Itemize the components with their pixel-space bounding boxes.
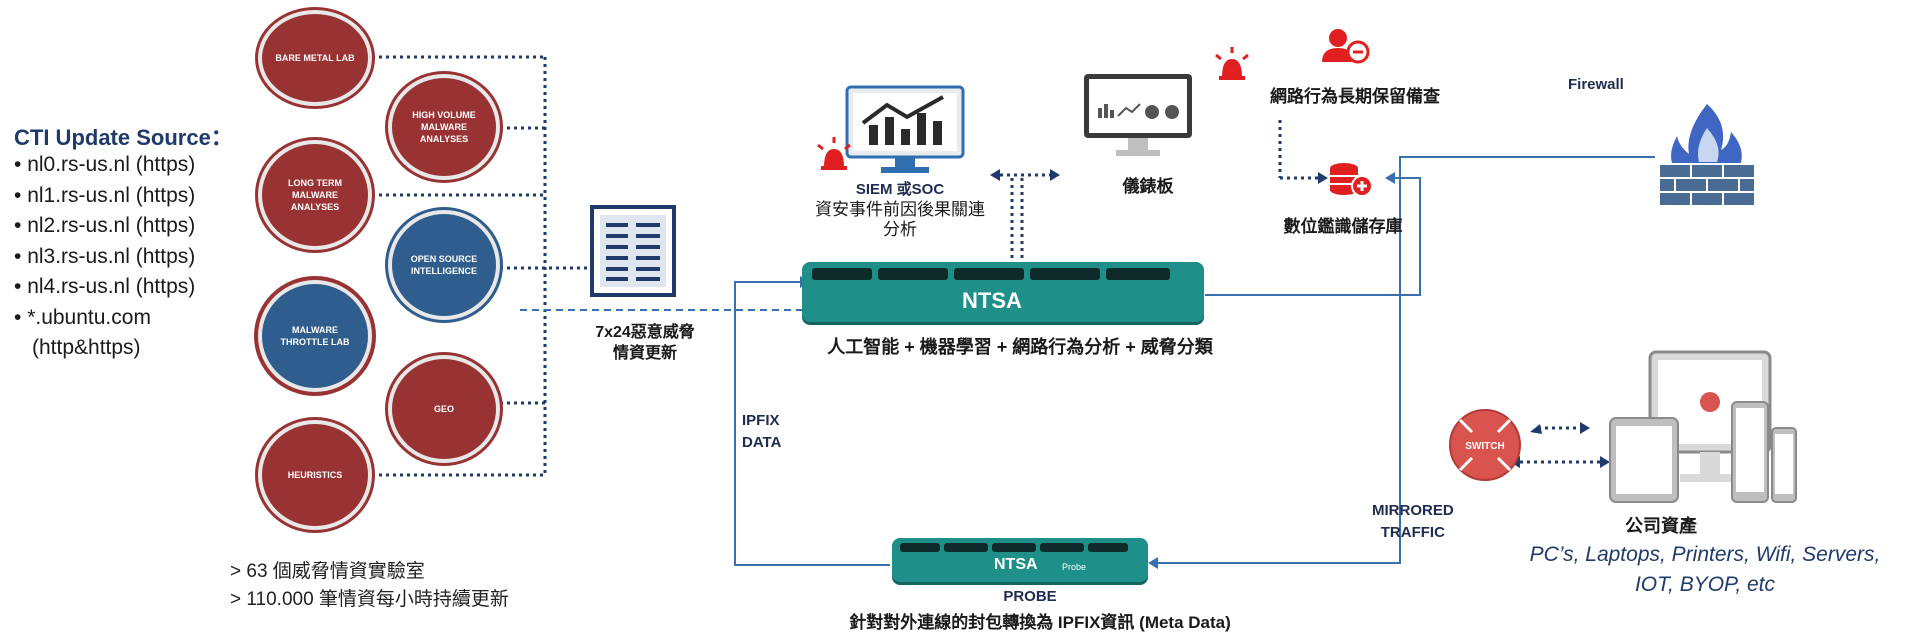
stat-line: > 110.000 筆情資每小時持續更新 xyxy=(230,589,509,610)
retention-label: 網路行為長期保留備查 xyxy=(1270,87,1440,106)
lab-label: GEO xyxy=(433,404,454,414)
cti-source-suffix: (http&https) xyxy=(32,336,141,359)
ipfix-label: IPFIX DATA xyxy=(742,412,782,451)
company-devices-icon xyxy=(1609,350,1797,503)
firewall-label: Firewall xyxy=(1568,76,1624,93)
cti-source: nl0.rs-us.nl (https) xyxy=(14,150,195,181)
assets-list: PC’s, Laptops, Printers, Wifi, Servers, … xyxy=(1529,543,1881,596)
lab-circle-bare-metal: BARE METAL LAB xyxy=(258,10,372,106)
siem-caption: SIEM 或SOC 資安事件前因後果關連 分析 xyxy=(815,181,985,239)
ntsa-label: NTSA xyxy=(962,288,1022,313)
threat-feed-caption: 7x24惡意威脅 情資更新 xyxy=(595,324,695,362)
cti-source: nl3.rs-us.nl (https) xyxy=(14,242,195,273)
lab-circle-heuristics: HEURISTICS xyxy=(258,420,372,530)
mirrored-traffic-label: MIRRORED TRAFFIC xyxy=(1372,502,1454,541)
ntsa-caption: 人工智能 + 機器學習 + 網路行為分析 + 威脅分類 xyxy=(827,337,1213,357)
dashboard-monitor-icon xyxy=(1084,74,1192,156)
cti-title: CTI Update Source： xyxy=(14,125,233,150)
lab-label: OPEN SOURCE INTELLIGENCE xyxy=(410,254,478,276)
dashboard-label: 儀錶板 xyxy=(1122,177,1174,196)
lab-circle-geo: GEO xyxy=(388,355,500,463)
storage-label: 數位鑑識儲存庫 xyxy=(1283,217,1403,236)
firewall-icon xyxy=(1658,104,1756,207)
lab-circle-open-source: OPEN SOURCE INTELLIGENCE xyxy=(388,210,500,320)
cti-source: nl4.rs-us.nl (https) xyxy=(14,272,195,303)
probe-appliance: NTSA Probe xyxy=(892,538,1148,582)
document-icon xyxy=(590,205,676,297)
cti-source: nl2.rs-us.nl (https) xyxy=(14,211,195,242)
lab-circle-malware-throttle: MALWARE THROTTLE LAB xyxy=(258,280,372,392)
assets-title: 公司資產 xyxy=(1625,516,1697,536)
switch-icon: SWITCH xyxy=(1449,409,1521,481)
lab-label: HIGH VOLUME MALWARE ANALYSES xyxy=(412,110,476,144)
probe-device-sublabel: Probe xyxy=(1062,562,1087,572)
switch-label: SWITCH xyxy=(1465,441,1504,452)
ntsa-appliance: NTSA xyxy=(802,262,1204,322)
lab-label: LONG TERM MALWARE ANALYSES xyxy=(288,178,342,212)
lab-circle-high-volume: HIGH VOLUME MALWARE ANALYSES xyxy=(388,74,500,180)
siem-monitor-icon xyxy=(845,85,965,173)
cti-source-list: nl0.rs-us.nl (https) nl1.rs-us.nl (https… xyxy=(14,150,195,364)
cti-source: *.ubuntu.com xyxy=(14,303,195,334)
stat-line: > 63 個威脅情資實驗室 xyxy=(230,561,425,582)
probe-device-label: NTSA xyxy=(994,556,1038,573)
lab-stats: > 63 個威脅情資實驗室 > 110.000 筆情資每小時持續更新 xyxy=(230,558,509,614)
lab-label: HEURISTICS xyxy=(287,470,343,480)
lab-label: BARE METAL LAB xyxy=(275,53,355,63)
database-plus-icon xyxy=(1330,163,1373,197)
probe-caption: 針對對外連線的封包轉換為 IPFIX資訊 (Meta Data) xyxy=(849,613,1231,632)
retention-alert-icon xyxy=(1215,47,1249,80)
siem-alert-icon xyxy=(817,137,851,170)
lab-label: MALWARE THROTTLE LAB xyxy=(280,325,350,347)
user-remove-icon xyxy=(1322,29,1370,64)
probe-title: PROBE xyxy=(1003,588,1057,605)
cti-source: nl1.rs-us.nl (https) xyxy=(14,181,195,212)
lab-circle-long-term: LONG TERM MALWARE ANALYSES xyxy=(258,140,372,250)
